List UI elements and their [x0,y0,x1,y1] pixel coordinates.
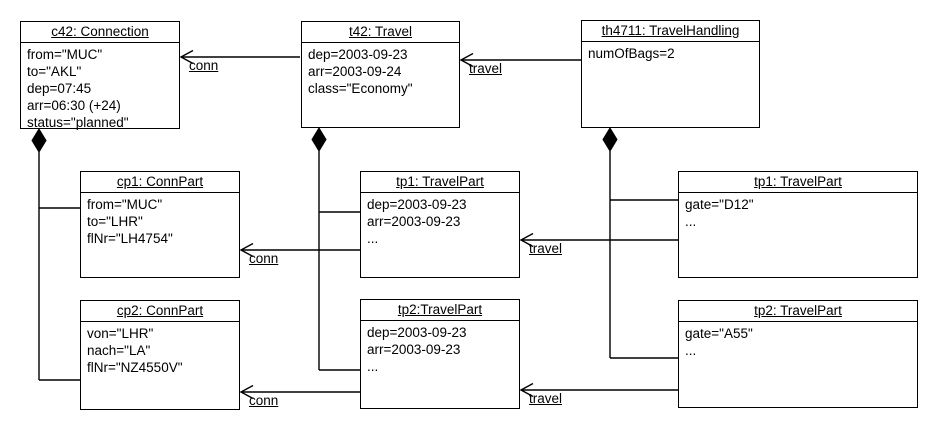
object-title: tp2: TravelPart [679,301,917,322]
attribute-line: arr=06:30 (+24) [27,98,121,113]
edge-label-conn: conn [249,393,279,408]
attribute-line: flNr="LH4754" [87,231,173,246]
composition-diamond-icon [311,127,327,152]
object-title: tp1: TravelPart [361,172,519,193]
object-attributes: from="MUC" to="AKL" dep=07:45 arr=06:30 … [21,43,179,131]
object-title: tp1: TravelPart [679,172,917,193]
object-box-tp1-center: tp1: TravelPart dep=2003-09-23 arr=2003-… [360,171,520,278]
attribute-line: ... [367,359,379,374]
object-attributes: gate="A55" ... [679,322,917,359]
object-box-cp1: cp1: ConnPart from="MUC" to="LHR" flNr="… [80,171,240,278]
object-box-cp2: cp2: ConnPart von="LHR" nach="LA" flNr="… [80,300,240,410]
edge-label-travel: travel [529,241,563,256]
object-title: cp2: ConnPart [81,301,239,322]
object-attributes: gate="D12" ... [679,193,917,230]
attribute-line: ... [685,214,697,229]
attribute-line: nach="LA" [87,343,151,358]
attribute-line: to="LHR" [87,214,143,229]
attribute-line: from="MUC" [87,197,163,212]
attribute-line: ... [685,343,697,358]
attribute-line: gate="A55" [685,326,753,341]
attribute-line: arr=2003-09-24 [308,64,402,79]
object-title: cp1: ConnPart [81,172,239,193]
object-attributes: dep=2003-09-23 arr=2003-09-23 ... [361,193,519,247]
object-title: c42: Connection [21,22,179,43]
object-title: tp2:TravelPart [361,300,519,321]
attribute-line: flNr="NZ4550V" [87,360,183,375]
composition-th4711-parts [602,127,678,359]
attribute-line: numOfBags=2 [588,46,675,61]
object-box-c42: c42: Connection from="MUC" to="AKL" dep=… [20,21,180,131]
object-attributes: dep=2003-09-23 arr=2003-09-24 class="Eco… [302,43,459,97]
object-title: t42: Travel [302,22,459,43]
edge-label-travel: travel [529,391,563,406]
object-title: th4711: TravelHandling [582,21,759,42]
attribute-line: dep=2003-09-23 [367,325,467,340]
object-box-t42: t42: Travel dep=2003-09-23 arr=2003-09-2… [301,21,460,128]
object-attributes: von="LHR" nach="LA" flNr="NZ4550V" [81,322,239,376]
composition-diamond-icon [31,128,47,153]
attribute-line: dep=2003-09-23 [308,47,408,62]
attribute-line: from="MUC" [27,47,103,62]
edge-label-travel: travel [469,61,503,76]
attribute-line: status="planned" [27,115,129,130]
attribute-line: arr=2003-09-23 [367,342,461,357]
composition-diamond-icon [602,127,618,152]
attribute-line: to="AKL" [27,64,82,79]
attribute-line: dep=2003-09-23 [367,197,467,212]
attribute-line: von="LHR" [87,326,154,341]
object-box-tp1-right: tp1: TravelPart gate="D12" ... [678,171,918,278]
object-attributes: from="MUC" to="LHR" flNr="LH4754" [81,193,239,247]
composition-t42-parts [311,127,360,371]
object-box-tp2-right: tp2: TravelPart gate="A55" ... [678,300,918,408]
attribute-line: arr=2003-09-23 [367,214,461,229]
object-attributes: numOfBags=2 [582,42,759,62]
object-box-tp2-center: tp2:TravelPart dep=2003-09-23 arr=2003-0… [360,299,520,409]
attribute-line: dep=07:45 [27,81,92,96]
edge-label-conn: conn [249,251,279,266]
attribute-line: ... [367,231,379,246]
edge-label-conn: conn [189,58,219,73]
attribute-line: gate="D12" [685,197,754,212]
object-box-th4711: th4711: TravelHandling numOfBags=2 [581,20,760,128]
attribute-line: class="Economy" [308,81,413,96]
composition-c42-parts [31,128,80,381]
object-attributes: dep=2003-09-23 arr=2003-09-23 ... [361,321,519,375]
